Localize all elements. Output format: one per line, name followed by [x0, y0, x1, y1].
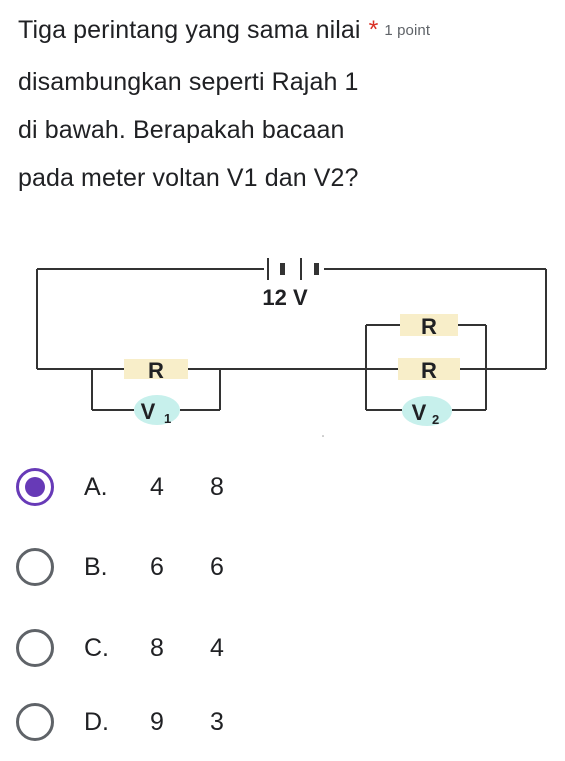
resistor-left-label: R	[148, 358, 164, 383]
radio-dot	[25, 477, 45, 497]
voltmeter-2	[402, 396, 452, 426]
resistor-top-right-label: R	[421, 314, 437, 339]
voltmeter-2-label: V	[412, 400, 427, 425]
required-mark: *	[368, 16, 379, 44]
option-a-v1: 4	[150, 472, 164, 501]
resistor-bottom-right	[398, 358, 460, 380]
battery-label: 12 V	[262, 285, 308, 310]
question-line-1-text: Tiga perintang yang sama nilai	[18, 16, 361, 44]
question-line-4: pada meter voltan V1 dan V2?	[18, 164, 359, 192]
voltmeter-2-subscript: 2	[432, 412, 439, 427]
radio-selected-icon[interactable]	[16, 468, 54, 506]
option-a[interactable]: A. 4 8	[16, 467, 224, 507]
option-d-v1: 9	[150, 707, 164, 736]
option-b-label: B.	[84, 552, 108, 581]
option-b[interactable]: B. 6 6	[16, 547, 224, 587]
option-a-label: A.	[84, 472, 108, 501]
option-c[interactable]: C. 8 4	[16, 628, 224, 668]
option-d-label: D.	[84, 707, 109, 736]
circuit-diagram: 12 V R R R V 1 V 2	[36, 258, 547, 437]
voltmeter-1-subscript: 1	[164, 411, 171, 426]
stray-dot	[322, 435, 324, 437]
resistor-left	[124, 359, 188, 379]
radio-unselected-icon[interactable]	[16, 703, 54, 741]
radio-unselected-icon[interactable]	[16, 629, 54, 667]
question-text: Tiga perintang yang sama nilai* 1 point d…	[18, 6, 558, 202]
option-c-v2: 4	[210, 633, 224, 662]
resistor-top-right	[400, 314, 458, 336]
resistor-bottom-right-label: R	[421, 358, 437, 383]
option-c-label: C.	[84, 633, 109, 662]
option-b-v2: 6	[210, 552, 224, 581]
radio-unselected-icon[interactable]	[16, 548, 54, 586]
option-d[interactable]: D. 9 3	[16, 702, 224, 742]
question-line-3: di bawah. Berapakah bacaan	[18, 116, 345, 144]
points-label: 1 point	[384, 22, 431, 39]
option-d-v2: 3	[210, 707, 224, 736]
option-c-v1: 8	[150, 633, 164, 662]
battery-icon	[267, 258, 319, 280]
question-line-2: disambungkan seperti Rajah 1	[18, 68, 359, 96]
voltmeter-1-label: V	[141, 399, 156, 424]
option-a-v2: 8	[210, 472, 224, 501]
option-b-v1: 6	[150, 552, 164, 581]
question-line-1: Tiga perintang yang sama nilai* 1 point	[18, 6, 558, 58]
voltmeter-1	[134, 395, 180, 425]
